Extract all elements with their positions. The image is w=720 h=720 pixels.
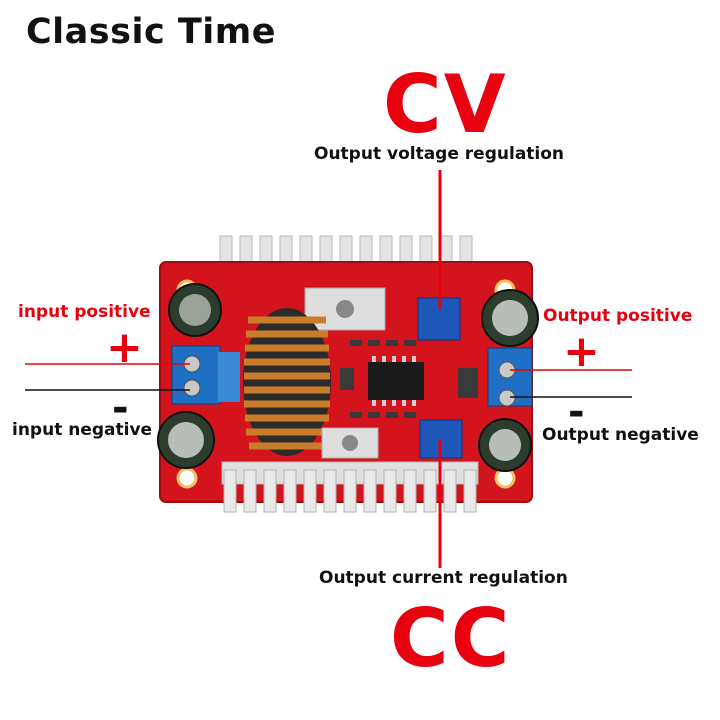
brand-title: Classic Time bbox=[26, 12, 276, 52]
output-negative-label: Output negative bbox=[542, 425, 699, 445]
toroid-inductor bbox=[243, 308, 331, 456]
output-minus-sign: - bbox=[568, 389, 585, 435]
front-heatsink bbox=[221, 461, 479, 513]
cv-title: CV bbox=[383, 58, 508, 151]
cc-title: CC bbox=[390, 592, 512, 685]
input-minus-sign: - bbox=[112, 385, 129, 431]
output-plus-sign: + bbox=[563, 326, 600, 377]
input-negative-label: input negative bbox=[12, 420, 153, 440]
cc-label: Output current regulation bbox=[319, 568, 568, 588]
input-positive-label: input positive bbox=[18, 302, 151, 322]
capacitors bbox=[157, 283, 539, 472]
input-plus-sign: + bbox=[106, 322, 143, 373]
annotation-lines bbox=[25, 170, 632, 568]
input-terminal bbox=[171, 345, 240, 405]
output-positive-label: Output positive bbox=[543, 306, 693, 326]
cv-label: Output voltage regulation bbox=[314, 144, 565, 164]
